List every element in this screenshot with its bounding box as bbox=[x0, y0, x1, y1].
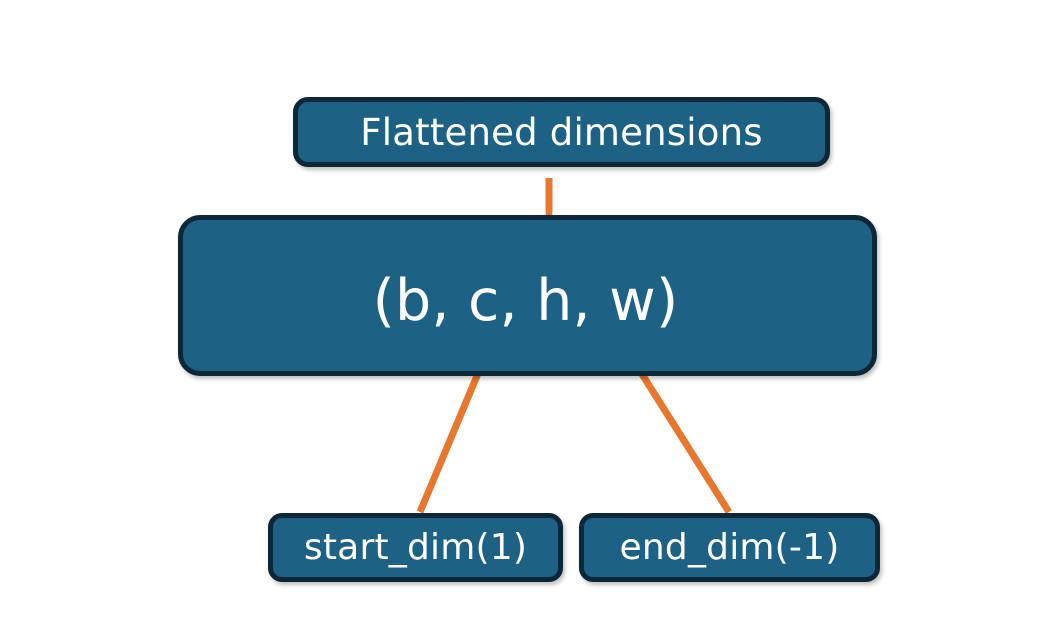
node-start-dim-label: start_dim(1) bbox=[303, 526, 528, 568]
node-end-dim-label: end_dim(-1) bbox=[619, 526, 840, 568]
node-flattened-dimensions[interactable]: Flattened dimensions bbox=[293, 97, 830, 167]
node-tensor-dimensions-label: (b, c, h, w) bbox=[372, 268, 679, 334]
node-tensor-dimensions[interactable]: (b, c, h, w) bbox=[178, 215, 877, 376]
node-start-dim[interactable]: start_dim(1) bbox=[268, 513, 563, 582]
node-end-dim[interactable]: end_dim(-1) bbox=[579, 513, 880, 582]
node-flattened-dimensions-label: Flattened dimensions bbox=[360, 110, 763, 154]
